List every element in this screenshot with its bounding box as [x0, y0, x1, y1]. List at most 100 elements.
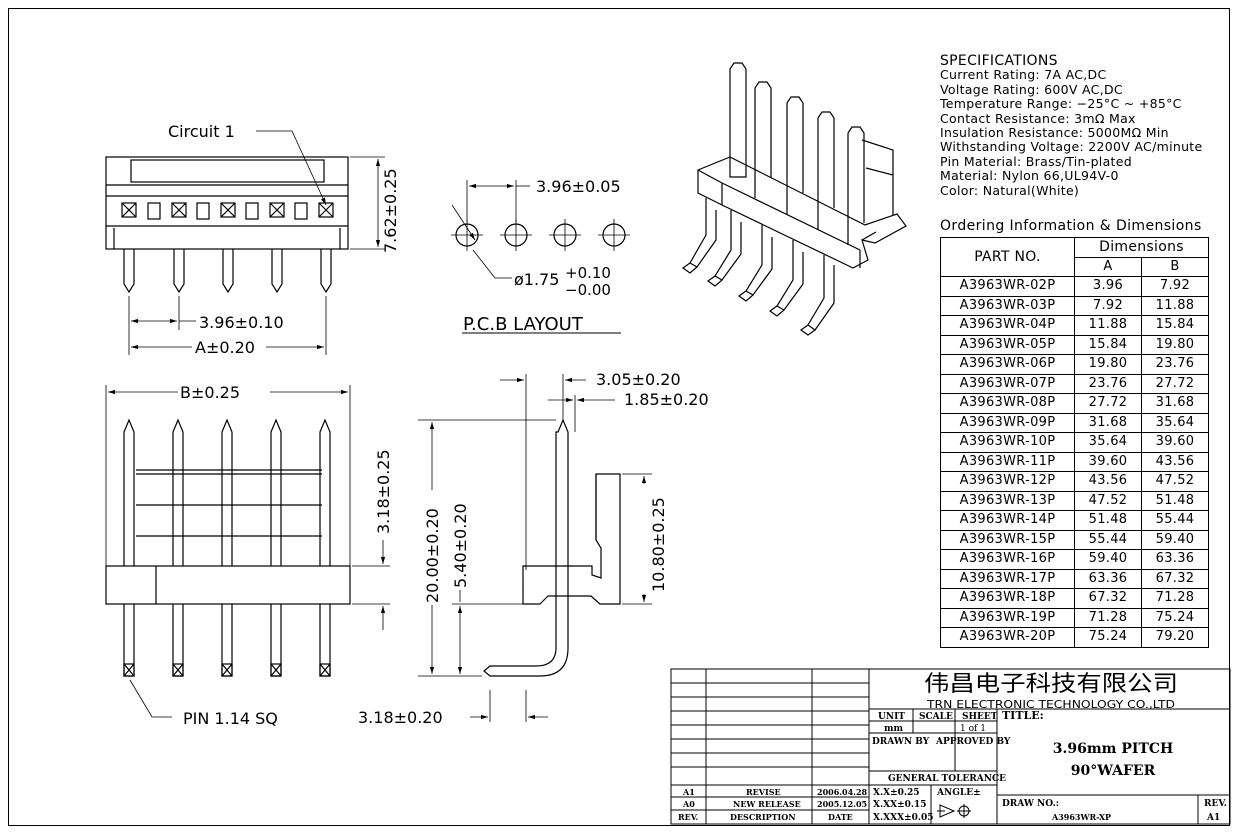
tb-rev-label: REV. [1204, 799, 1227, 809]
spec-line: Withstanding Voltage: 2200V AC/minute [940, 139, 1203, 155]
rev-row-1-date: 2006.04.28 [817, 787, 868, 797]
iso-view [681, 62, 907, 336]
spec-line: Insulation Resistance: 5000MΩ Min [940, 125, 1169, 141]
dim-a-cell: 55.44 [1074, 529, 1142, 550]
part-number-cell: A3963WR-16P [940, 549, 1075, 570]
rev-hdr-date: DATE [828, 812, 853, 822]
top-view [105, 385, 390, 718]
dim-a-cell: 31.68 [1074, 412, 1142, 433]
tb-title-1: 3.96mm PITCH [1053, 741, 1173, 757]
pcb-tol-minus: −0.00 [565, 281, 611, 299]
dim-b-cell: 39.60 [1141, 432, 1209, 453]
dim-2000: 20.00±0.20 [423, 508, 442, 603]
pcb-title: P.C.B LAYOUT [463, 314, 584, 335]
dim-b-cell: 43.56 [1141, 451, 1209, 472]
dim-a-cell: 47.52 [1074, 490, 1142, 511]
tb-approved-by: APPROVED BY [935, 737, 1011, 747]
dim-a-cell: 7.92 [1074, 295, 1142, 316]
part-number-cell: A3963WR-02P [940, 276, 1075, 297]
rev-row-1-rev: A1 [682, 787, 695, 797]
spec-line: Color: Natural(White) [940, 182, 1080, 198]
tb-rev-val: A1 [1206, 813, 1220, 823]
spec-line: Contact Resistance: 3mΩ Max [940, 110, 1136, 126]
dim-a-cell: 15.84 [1074, 334, 1142, 355]
tb-unit-val: mm [884, 724, 904, 734]
dim-b-cell: 47.52 [1141, 471, 1209, 492]
tb-angle: ANGLE± [936, 788, 981, 798]
rev-row-2-date: 2005.12.05 [817, 799, 867, 809]
company-cn: 伟昌电子科技有限公司 [924, 672, 1178, 697]
dim-a-cell: 67.32 [1074, 588, 1142, 609]
part-number-cell: A3963WR-08P [940, 393, 1075, 414]
dim-305: 3.05±0.20 [596, 370, 681, 389]
tb-unit: UNIT [878, 712, 905, 722]
dim-b-cell: 31.68 [1141, 393, 1209, 414]
dim-a-cell: 11.88 [1074, 315, 1142, 336]
part-number-cell: A3963WR-04P [940, 315, 1075, 336]
dim-b-cell: 71.28 [1141, 588, 1209, 609]
rev-row-2-rev: A0 [682, 799, 695, 809]
tb-title-label: TITLE: [1002, 709, 1044, 722]
part-number-cell: A3963WR-20P [940, 627, 1075, 648]
dim-a-cell: 59.40 [1074, 549, 1142, 570]
dim-b-cell: 23.76 [1141, 354, 1209, 375]
dim-1080: 10.80±0.25 [649, 497, 668, 592]
circuit-label: Circuit 1 [168, 122, 235, 141]
spec-line: Material: Nylon 66,UL94V-0 [940, 168, 1119, 184]
tb-title-2: 90°WAFER [1071, 763, 1156, 779]
dim-a-cell: 63.36 [1074, 568, 1142, 589]
dim-a-cell: 23.76 [1074, 373, 1142, 394]
part-number-cell: A3963WR-17P [940, 568, 1075, 589]
dim-b-cell: 15.84 [1141, 315, 1209, 336]
drawing-frame [8, 8, 1230, 826]
col-b: B [1141, 256, 1209, 277]
dim-pitch-front: 3.96±0.10 [199, 313, 284, 332]
col-part-no: PART NO. [940, 237, 1075, 277]
dim-a-cell: 75.24 [1074, 627, 1142, 648]
part-number-cell: A3963WR-05P [940, 334, 1075, 355]
dim-b-cell: 19.80 [1141, 334, 1209, 355]
spec-line: Current Rating: 7A AC,DC [940, 67, 1107, 83]
dim-a-cell: 71.28 [1074, 607, 1142, 628]
tb-draw-no-label: DRAW NO.: [1002, 799, 1059, 809]
col-dimensions: Dimensions [1074, 237, 1209, 258]
dim-318-side: 3.18±0.25 [374, 449, 393, 534]
dim-a-cell: 51.48 [1074, 510, 1142, 531]
part-number-cell: A3963WR-13P [940, 490, 1075, 511]
spec-line: Voltage Rating: 600V AC,DC [940, 81, 1123, 97]
pcb-hole: ø1.75 [514, 270, 559, 289]
spec-line: Pin Material: Brass/Tin-plated [940, 153, 1132, 169]
front-view [105, 130, 385, 355]
part-number-cell: A3963WR-12P [940, 471, 1075, 492]
pcb-pitch: 3.96±0.05 [536, 177, 621, 196]
dim-height: 7.62±0.25 [381, 168, 400, 253]
part-number-cell: A3963WR-14P [940, 510, 1075, 531]
dim-b-cell: 67.32 [1141, 568, 1209, 589]
ordering-heading: Ordering Information & Dimensions [940, 218, 1202, 234]
table-header-row: A B [941, 256, 1209, 277]
dim-b-cell: 63.36 [1141, 549, 1209, 570]
dim-b-cell: 79.20 [1141, 627, 1209, 648]
part-number-cell: A3963WR-06P [940, 354, 1075, 375]
rev-hdr-rev: REV. [678, 812, 699, 822]
tb-tol2: X.XX±0.15 [873, 800, 927, 810]
pin-label: PIN 1.14 SQ [183, 709, 278, 728]
part-number-cell: A3963WR-10P [940, 432, 1075, 453]
specs-heading: SPECIFICATIONS [940, 53, 1058, 69]
side-view [418, 374, 652, 722]
